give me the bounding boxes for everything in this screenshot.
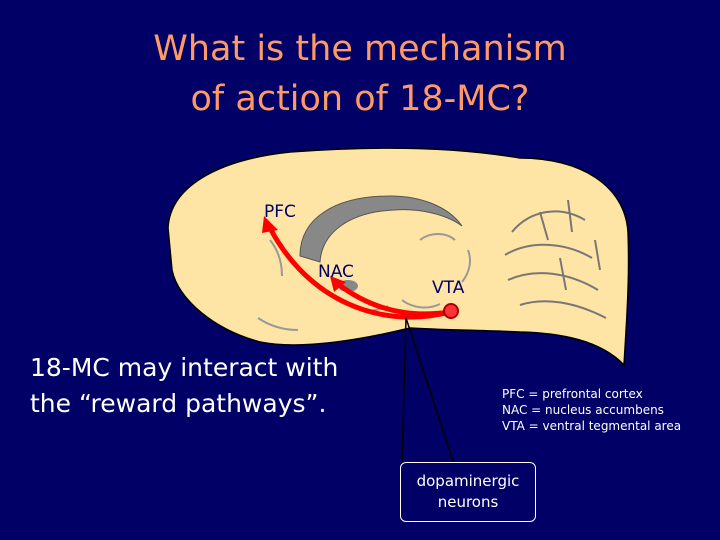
pfc-label: PFC [264, 202, 296, 222]
slide-title: What is the mechanism of action of 18-MC… [0, 24, 720, 124]
legend-nac: NAC = nucleus accumbens [502, 403, 664, 417]
main-statement: 18-MC may interact with the “reward path… [30, 350, 410, 422]
vta-dot [443, 303, 459, 319]
brain-section [167, 147, 630, 367]
ventricle [299, 195, 463, 263]
callout-line-2: neurons [437, 493, 499, 511]
callout-line-1: dopaminergic [416, 472, 520, 490]
callout-pointer [401, 317, 455, 465]
main-statement-line-2: the “reward pathways”. [30, 389, 327, 418]
legend-vta: VTA = ventral tegmental area [502, 419, 682, 433]
title-line-1: What is the mechanism [153, 29, 567, 69]
vta-label: VTA [432, 278, 465, 298]
pfc-arrowhead [262, 216, 278, 233]
abbreviation-legend: PFC = prefrontal cortex NAC = nucleus ac… [502, 386, 712, 434]
cerebellum-folds [504, 199, 607, 319]
title-line-2: of action of 18-MC? [190, 79, 530, 119]
main-statement-line-1: 18-MC may interact with [30, 353, 339, 382]
dopaminergic-neurons-callout: dopaminergic neurons [400, 462, 536, 522]
nac-label: NAC [318, 262, 354, 282]
pathway-to-nac [335, 281, 453, 317]
nac-arrowhead [330, 276, 346, 292]
pathway-to-pfc [267, 225, 453, 320]
legend-pfc: PFC = prefrontal cortex [502, 387, 643, 401]
